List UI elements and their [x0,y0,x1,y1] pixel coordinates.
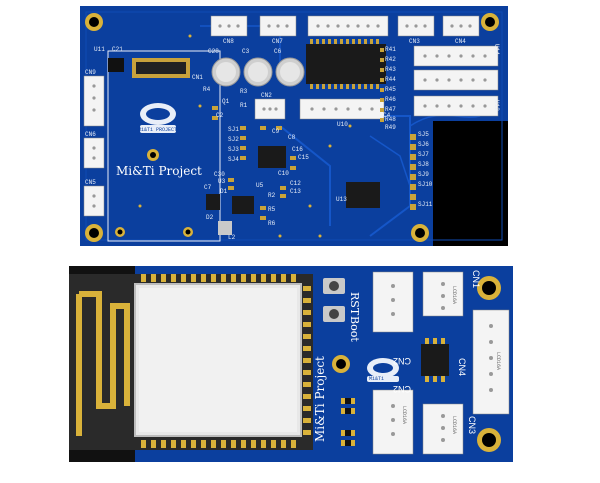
label-sj7: SJ7 [418,151,429,158]
logo-text: Mi&Ti PROJECT [138,127,178,133]
label-u14: U14 [493,44,500,55]
label-sj8: SJ8 [418,161,429,168]
label-cn3: CN3 [467,416,477,435]
label-u12: U12 [493,100,500,111]
label-c30: C30 [214,171,225,178]
label-c28: C28 [208,48,219,55]
label-sj1: SJ1 [228,126,239,133]
logo-mark [367,358,399,382]
brand-text-vertical: Mi&Ti Project [313,356,327,442]
label-cn4: CN4 [457,358,467,377]
label-r41: R41 [385,46,396,53]
label-sj11: SJ11 [418,201,433,208]
label-sj5: SJ5 [418,131,429,138]
mounting-hole [411,224,429,242]
brand-text: Mi&Ti Project [116,164,202,178]
label-r47: R47 [385,106,396,113]
label-c12: C12 [290,180,301,187]
label-cn7: CN7 [272,38,283,45]
label-cn4: CN4 [455,38,466,45]
pcb-top-artwork [80,6,508,246]
label-r48: R48 [385,116,396,123]
pin-text-cn3: LCD16A [451,416,457,435]
mounting-hole [85,13,103,31]
mounting-hole [332,355,350,373]
label-sj3: SJ3 [228,146,239,153]
label-r46: R46 [385,96,396,103]
label-u13: U13 [336,196,347,203]
label-r44: R44 [385,76,396,83]
pcb-bottom-artwork [69,266,513,462]
label-r3: R3 [240,88,248,95]
label-cn3: CN3 [409,38,420,45]
mounting-hole [481,13,499,31]
mounting-hole [477,428,501,452]
pin-text-cn4: LCD16A [495,352,501,371]
label-r6: R6 [268,220,276,227]
label-d2: D2 [206,214,214,221]
pcb-top-view: Mi&Ti Project Mi&Ti PROJECT CN8 CN7 CN3 … [80,6,508,246]
label-cn5: CN5 [85,179,96,186]
label-r5: R5 [268,206,276,213]
label-sj4: SJ4 [228,156,239,163]
label-u3: U3 [218,178,226,185]
label-r45: R45 [385,86,396,93]
label-r42: R42 [385,56,396,63]
rst-button[interactable] [323,278,345,294]
label-c21: C21 [112,46,123,53]
label-r43: R43 [385,66,396,73]
label-c10: C10 [278,170,289,177]
label-cn8: CN8 [223,38,234,45]
label-r2: R2 [268,192,276,199]
mounting-hole [477,276,501,300]
label-r49: R49 [385,124,396,131]
label-c9: C9 [272,128,280,135]
logo-text: Mi&Ti [369,376,385,382]
label-cn1: CN1 [192,74,203,81]
label-q1: Q1 [222,98,230,105]
logo-mark [140,103,176,133]
label-c16: C16 [292,146,303,153]
pin-text-cn2: LCD16A [401,406,407,425]
mounting-hole [85,224,103,242]
label-sj2: SJ2 [228,136,239,143]
label-sj9: SJ9 [418,171,429,178]
label-c8: C8 [288,134,296,141]
label-sj6: SJ6 [418,141,429,148]
label-u11: U11 [94,46,105,53]
pin-text-cn1: LCD16A [451,286,457,305]
label-cn2: CN2 [393,356,412,366]
label-cn1: CN1 [471,270,481,289]
label-c6: C6 [274,48,282,55]
boot-label: Boot [348,316,361,342]
label-r1: R1 [240,102,248,109]
boot-button[interactable] [323,306,345,322]
label-d1: D1 [220,188,228,195]
label-c13: C13 [290,188,301,195]
label-cn2: CN2 [261,92,272,99]
label-u10: U10 [337,121,348,128]
label-cn2-lower: CN2 [393,384,412,394]
label-l2: L2 [228,234,236,241]
label-cn9: CN9 [85,69,96,76]
label-c7: C7 [204,184,212,191]
label-c4: C4 [383,112,391,119]
label-u5: U5 [256,182,264,189]
label-c2: C2 [216,112,224,119]
label-sj10: SJ10 [418,181,433,188]
label-c3: C3 [242,48,250,55]
pcb-bottom-view: Mi&Ti Project Mi&Ti RST Boot CN1 CN2 CN2… [69,266,513,462]
label-r4: R4 [203,86,211,93]
label-cn6: CN6 [85,131,96,138]
label-c15: C15 [298,154,309,161]
rst-label: RST [348,292,361,316]
